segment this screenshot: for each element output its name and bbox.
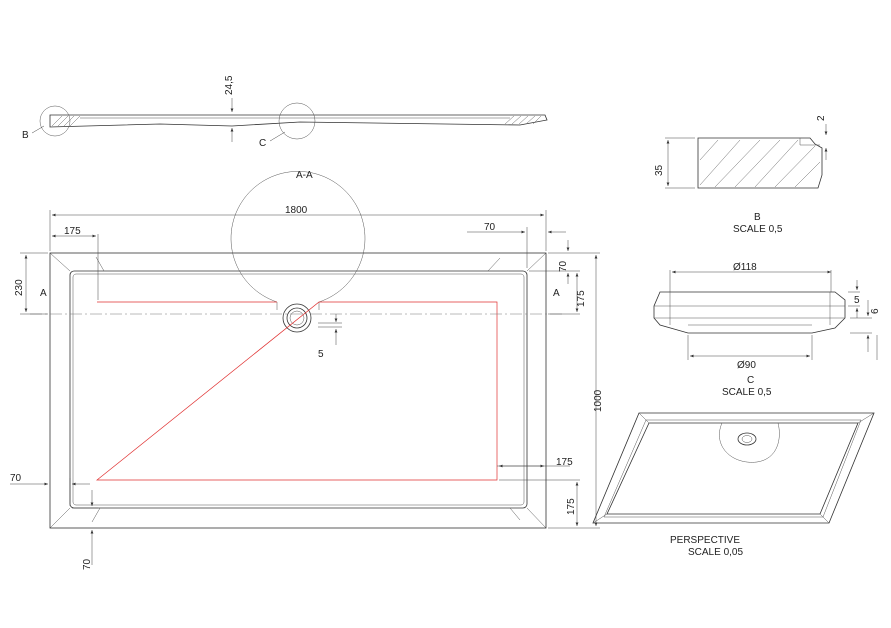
perspective-scale: SCALE 0,05 — [688, 547, 743, 558]
plan-70-bottom-label: 70 — [82, 558, 93, 570]
plan-70-left-bottom-label: 70 — [10, 473, 22, 484]
drain-offset-label: 5 — [318, 349, 324, 360]
perspective-drain-outer — [737, 432, 757, 446]
detail-c-outer-diameter-label: Ø118 — [733, 262, 757, 273]
detail-b-circle — [39, 105, 71, 137]
plan-height-label: 1000 — [593, 389, 604, 412]
detail-c-view: Ø118 Ø90 5 6 C SCALE 0,5 — [653, 262, 881, 398]
plan-175-right-mid-label: 175 — [556, 457, 573, 468]
section-label: A-A — [296, 170, 313, 181]
plan-70-right-top-label: 70 — [558, 260, 569, 272]
detail-b-title: B — [754, 212, 761, 223]
drain-inner-ring — [286, 307, 308, 329]
drain-recess-outline — [230, 171, 366, 303]
detail-b-marker: B — [22, 130, 29, 141]
plan-70-top-right-label: 70 — [484, 222, 496, 233]
drain-outer-ring — [282, 303, 312, 333]
detail-c-dim-5-label: 5 — [854, 295, 860, 306]
detail-c-scale: SCALE 0,5 — [722, 387, 772, 398]
detail-c-dim-6-label: 6 — [870, 308, 881, 314]
perspective-drain-inner — [741, 435, 753, 443]
section-a-a-view: 24,5 B C A-A — [22, 75, 548, 181]
perspective-drain-recess — [719, 422, 780, 463]
plan-230-label: 230 — [14, 279, 25, 296]
detail-b-height-label: 35 — [654, 164, 665, 176]
section-thickness-label: 24,5 — [224, 75, 235, 95]
detail-b-view: 35 2 B SCALE 0,5 — [654, 115, 828, 235]
plan-view: 5 A A 1800 175 70 230 70 175 1000 — [10, 171, 604, 570]
plan-width-label: 1800 — [285, 205, 308, 216]
detail-c-circle — [278, 102, 316, 140]
detail-b-scale: SCALE 0,5 — [733, 224, 783, 235]
plan-175-right-top-label: 175 — [576, 290, 587, 307]
section-mark-right: A — [553, 288, 560, 299]
perspective-title: PERSPECTIVE — [670, 535, 740, 546]
inner-limit-outline — [96, 301, 498, 481]
plan-175-top-left-label: 175 — [64, 226, 81, 237]
detail-c-inner-diameter-label: Ø90 — [737, 360, 756, 371]
plan-175-right-bottom-label: 175 — [566, 498, 577, 515]
detail-c-marker: C — [259, 138, 266, 149]
section-mark-left: A — [40, 288, 47, 299]
detail-b-lip-label: 2 — [816, 115, 827, 121]
detail-c-title: C — [747, 375, 754, 386]
perspective-view: PERSPECTIVE SCALE 0,05 — [592, 412, 875, 558]
